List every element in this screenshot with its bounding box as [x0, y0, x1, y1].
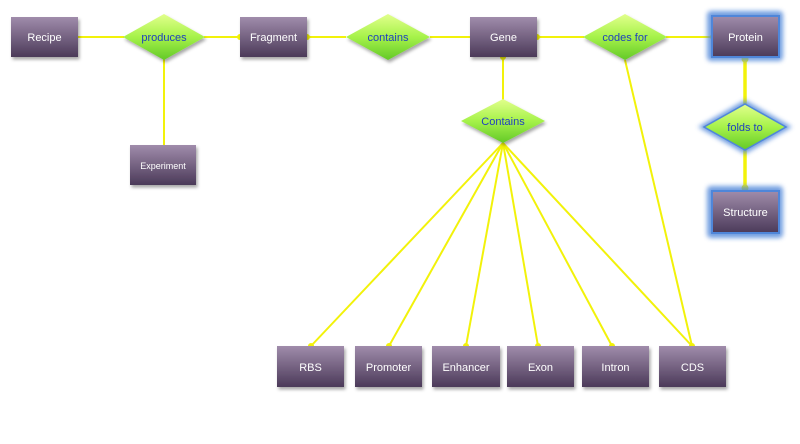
entity-rbs-label: RBS: [299, 362, 322, 374]
entity-promoter[interactable]: Promoter: [355, 346, 422, 387]
edge-contains2-exon: [502, 142, 539, 347]
entity-rbs[interactable]: RBS: [277, 346, 344, 387]
entity-gene-label: Gene: [490, 32, 517, 44]
relationship-folds-to[interactable]: folds to: [702, 103, 788, 151]
relationship-contains[interactable]: contains: [346, 14, 430, 60]
entity-enhancer-label: Enhancer: [442, 362, 489, 374]
entity-intron[interactable]: Intron: [582, 346, 649, 387]
entity-structure-label: Structure: [723, 207, 768, 219]
edge-contains2-cds: [502, 142, 693, 347]
relationship-gene-contains[interactable]: Contains: [461, 99, 545, 143]
entity-recipe[interactable]: Recipe: [11, 17, 78, 57]
entity-gene[interactable]: Gene: [470, 17, 537, 57]
connector-dots: [237, 34, 749, 349]
entity-recipe-label: Recipe: [27, 32, 61, 44]
entity-experiment[interactable]: Experiment: [130, 145, 196, 185]
entity-structure[interactable]: Structure: [711, 190, 780, 234]
entity-exon-label: Exon: [528, 362, 553, 374]
edge-contains2-rbs: [310, 142, 504, 347]
entity-exon[interactable]: Exon: [507, 346, 574, 387]
connectors: [78, 36, 747, 347]
entity-promoter-label: Promoter: [366, 362, 412, 374]
relationship-folds-to-label: folds to: [727, 122, 762, 134]
edge-contains2-intron: [502, 142, 613, 347]
entity-protein-label: Protein: [728, 32, 763, 44]
edge-contains2-promoter: [388, 142, 504, 347]
edge-codesfor-cds: [624, 59, 693, 347]
entity-protein[interactable]: Protein: [711, 15, 780, 58]
entity-experiment-label: Experiment: [140, 161, 186, 171]
relationship-produces-label: produces: [141, 32, 187, 44]
entity-intron-label: Intron: [601, 362, 629, 374]
entity-fragment[interactable]: Fragment: [240, 17, 307, 57]
relationship-gene-contains-label: Contains: [481, 116, 525, 128]
entity-fragment-label: Fragment: [250, 32, 297, 44]
relationship-codes-for[interactable]: codes for: [583, 14, 667, 60]
relationship-codes-for-label: codes for: [602, 32, 648, 44]
relationship-contains-label: contains: [368, 32, 409, 44]
entity-cds-label: CDS: [681, 362, 704, 374]
edge-contains2-enhancer: [465, 142, 504, 347]
entity-cds[interactable]: CDS: [659, 346, 726, 387]
entity-enhancer[interactable]: Enhancer: [432, 346, 500, 387]
relationship-produces[interactable]: produces: [123, 14, 205, 60]
